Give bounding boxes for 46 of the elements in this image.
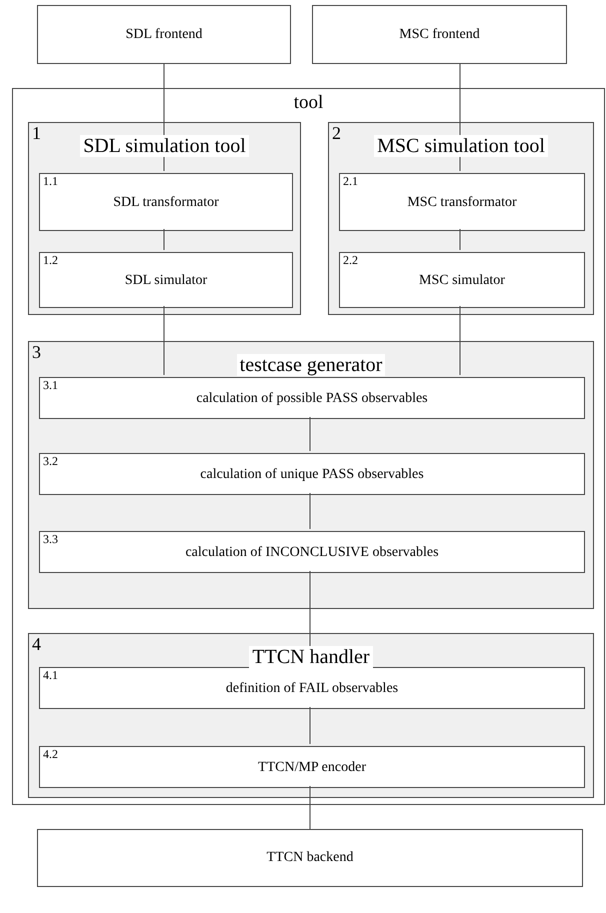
- group-box: [28, 633, 594, 798]
- box-label: calculation of unique PASS observables: [199, 467, 425, 484]
- group-title: SDL simulation tool: [80, 135, 249, 157]
- process-box: [39, 252, 293, 308]
- process-box: [39, 667, 585, 709]
- process-box: [39, 531, 585, 573]
- box-label: definition of FAIL observables: [224, 681, 400, 698]
- box-label: calculation of possible PASS observables: [195, 391, 429, 408]
- box-label: TTCN/MP encoder: [257, 760, 367, 777]
- section-number: 2: [332, 124, 341, 142]
- section-number: 1: [32, 124, 41, 142]
- section-number: 3.1: [43, 379, 58, 391]
- group-title: testcase generator: [236, 354, 386, 376]
- section-number: 3.2: [43, 455, 58, 467]
- section-number: 1.1: [43, 175, 58, 187]
- group-box: [28, 341, 594, 609]
- section-number: 4.2: [43, 748, 58, 760]
- section-number: 4.1: [43, 669, 58, 681]
- box-label: MSC transformator: [406, 195, 518, 212]
- process-box: [312, 5, 567, 64]
- section-number: 1.2: [43, 254, 58, 266]
- box-label: calculation of INCONCLUSIVE observables: [184, 545, 440, 562]
- process-box: [37, 5, 291, 64]
- box-label: SDL transformator: [112, 195, 220, 212]
- section-number: 3: [32, 343, 41, 361]
- box-label: MSC frontend: [398, 26, 481, 44]
- box-label: MSC simulator: [418, 273, 506, 290]
- box-label: TTCN backend: [266, 850, 354, 867]
- process-box: [39, 377, 585, 419]
- process-box: [39, 453, 585, 495]
- section-number: 2.1: [343, 175, 358, 187]
- box-label: SDL frontend: [124, 26, 204, 44]
- process-box: [339, 173, 585, 231]
- group-box: [12, 88, 605, 805]
- process-box: [39, 746, 585, 788]
- box-label: SDL simulator: [124, 273, 208, 290]
- group-title: TTCN handler: [249, 646, 373, 668]
- group-box: [28, 122, 301, 315]
- group-title: MSC simulation tool: [374, 135, 548, 157]
- process-box: [39, 173, 293, 231]
- process-box: [339, 252, 585, 308]
- section-number: 3.3: [43, 533, 58, 545]
- section-number: 2.2: [343, 254, 358, 266]
- group-box: [328, 122, 594, 315]
- section-number: 4: [32, 635, 41, 653]
- process-box: [37, 829, 583, 887]
